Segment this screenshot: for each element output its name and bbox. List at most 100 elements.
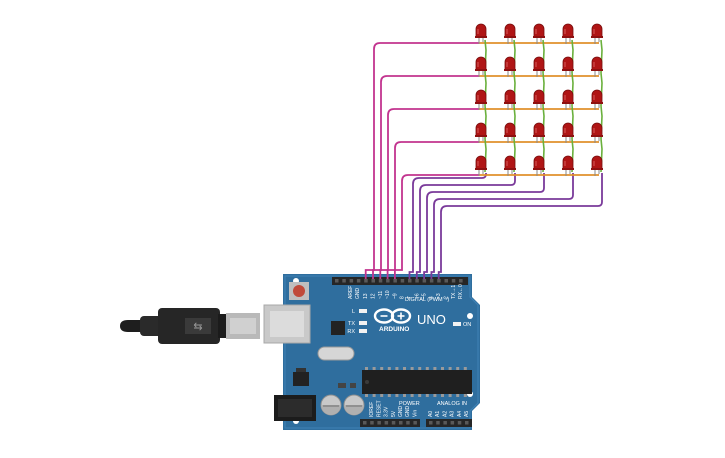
header-socket[interactable] — [429, 421, 433, 425]
led[interactable] — [562, 155, 574, 176]
led[interactable] — [533, 89, 545, 110]
led[interactable] — [591, 89, 603, 110]
digital-pin-label: 13 — [363, 293, 369, 299]
header-socket[interactable] — [370, 421, 374, 425]
header-socket[interactable] — [377, 421, 381, 425]
header-socket[interactable] — [451, 279, 456, 283]
led[interactable] — [562, 56, 574, 77]
header-socket[interactable] — [429, 279, 434, 283]
header-socket[interactable] — [363, 421, 367, 425]
led[interactable] — [533, 56, 545, 77]
column-wire[interactable] — [415, 173, 516, 279]
analog-header-body — [426, 419, 472, 427]
chip-pin — [425, 367, 429, 370]
header-socket[interactable] — [465, 421, 469, 425]
header-socket[interactable] — [371, 279, 376, 283]
led[interactable] — [475, 122, 487, 143]
header-socket[interactable] — [399, 421, 403, 425]
led[interactable] — [475, 155, 487, 176]
header-socket[interactable] — [391, 421, 396, 425]
chip-pin — [410, 367, 414, 370]
led[interactable] — [562, 122, 574, 143]
chip-pin — [395, 367, 399, 370]
header-socket[interactable] — [356, 279, 361, 283]
led-rim — [504, 69, 516, 71]
led-rim — [475, 102, 487, 104]
header-socket[interactable] — [400, 279, 405, 283]
chip-pin — [433, 394, 437, 397]
row-wire[interactable] — [364, 42, 479, 279]
row-wire[interactable] — [386, 141, 479, 279]
chip-pin — [433, 367, 437, 370]
header-socket[interactable] — [450, 421, 455, 425]
chip-pin — [403, 394, 406, 397]
led-rim — [533, 36, 545, 38]
header-socket[interactable] — [408, 279, 412, 283]
led-rim — [504, 36, 516, 38]
led[interactable] — [591, 122, 603, 143]
row-wire[interactable] — [394, 174, 479, 279]
led[interactable] — [562, 89, 574, 110]
led-matrix[interactable] — [475, 23, 603, 176]
digital-header[interactable] — [332, 277, 468, 285]
header-socket[interactable] — [443, 421, 447, 425]
reset-button[interactable] — [293, 285, 305, 297]
power-pin-label: RESET — [376, 400, 382, 417]
led[interactable] — [475, 89, 487, 110]
header-socket[interactable] — [436, 421, 440, 425]
header-socket[interactable] — [335, 279, 339, 283]
led[interactable] — [533, 122, 545, 143]
header-socket[interactable] — [393, 279, 397, 283]
led[interactable] — [591, 23, 603, 44]
led-rim — [475, 69, 487, 71]
led[interactable] — [504, 23, 516, 44]
header-socket[interactable] — [457, 421, 462, 425]
wires[interactable] — [364, 42, 603, 279]
chip-pin — [463, 394, 467, 397]
led[interactable] — [591, 155, 603, 176]
header-socket[interactable] — [444, 279, 449, 283]
led[interactable] — [504, 122, 516, 143]
header-socket[interactable] — [437, 279, 441, 283]
header-socket[interactable] — [422, 279, 427, 283]
header-socket[interactable] — [386, 279, 390, 283]
header-socket[interactable] — [415, 279, 419, 283]
usb-b-port-inner — [270, 311, 304, 337]
analog-header[interactable] — [426, 419, 472, 427]
header-socket[interactable] — [413, 421, 417, 425]
power-pin-label: GND — [405, 406, 411, 418]
column-wire[interactable] — [437, 173, 603, 279]
led[interactable] — [504, 56, 516, 77]
power-header[interactable] — [360, 419, 420, 427]
column-wire[interactable] — [423, 173, 545, 279]
led[interactable] — [533, 23, 545, 44]
led[interactable] — [475, 23, 487, 44]
led-rim — [562, 36, 574, 38]
header-socket[interactable] — [342, 279, 346, 283]
power-jack-inner — [278, 399, 312, 417]
column-wire[interactable] — [430, 173, 574, 279]
row-wire[interactable] — [372, 75, 479, 279]
header-socket[interactable] — [384, 421, 389, 425]
led[interactable] — [504, 155, 516, 176]
led[interactable] — [504, 89, 516, 110]
power-pin-label: Vin — [412, 410, 418, 417]
header-socket[interactable] — [406, 421, 410, 425]
header-socket[interactable] — [378, 279, 383, 283]
usb-cable[interactable]: ⇆ — [120, 308, 260, 344]
led[interactable] — [533, 155, 545, 176]
header-socket[interactable] — [459, 279, 463, 283]
header-socket[interactable] — [349, 279, 354, 283]
led[interactable] — [591, 56, 603, 77]
led[interactable] — [475, 56, 487, 77]
led[interactable] — [562, 23, 574, 44]
chip-pin — [395, 394, 399, 397]
led-rim — [475, 135, 487, 137]
chip-pin — [380, 367, 384, 370]
header-socket[interactable] — [364, 279, 368, 283]
row-wire[interactable] — [379, 108, 479, 279]
